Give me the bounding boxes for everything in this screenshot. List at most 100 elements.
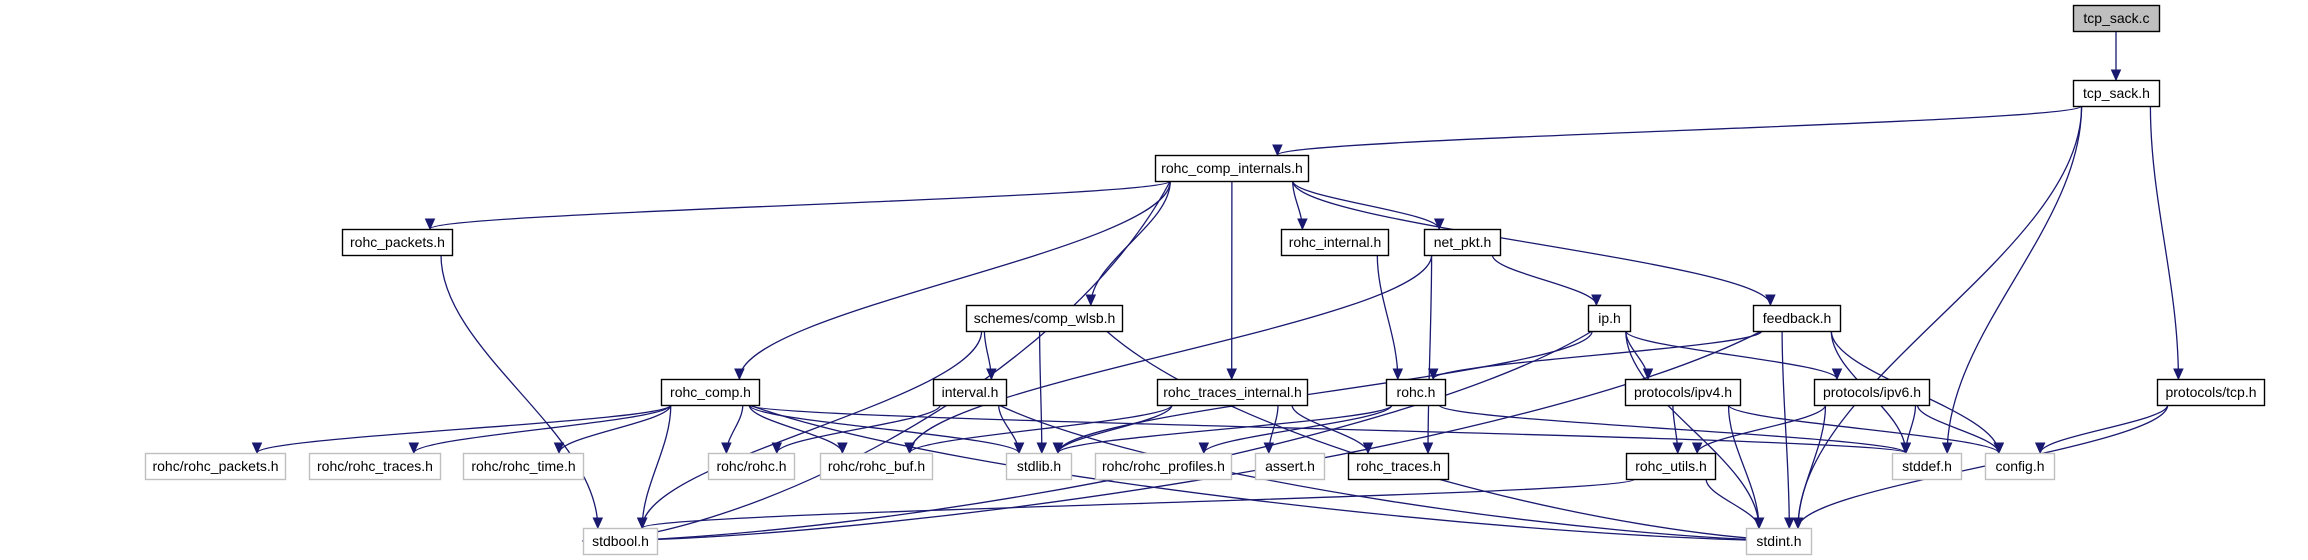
node-box bbox=[2156, 378, 2266, 407]
dependency-edge bbox=[1625, 330, 1838, 380]
node-rohc-rohc-traces-h: rohc/rohc_traces.h bbox=[308, 452, 442, 481]
node-schemes-comp-wlsb-h[interactable]: schemes/comp_wlsb.h bbox=[965, 304, 1124, 333]
node-rohc-comp-h[interactable]: rohc_comp.h bbox=[660, 378, 761, 407]
node-ip-h[interactable]: ip.h bbox=[1587, 304, 1632, 333]
node-net-pkt-h[interactable]: net_pkt.h bbox=[1423, 228, 1502, 257]
dependency-edge bbox=[582, 330, 1593, 542]
node-stdlib-h: stdlib.h bbox=[1005, 452, 1073, 481]
node-rohc-rohc-time-h: rohc/rohc_time.h bbox=[462, 452, 585, 481]
node-feedback-h[interactable]: feedback.h bbox=[1752, 304, 1842, 333]
dependency-edge bbox=[1797, 404, 1827, 529]
dependency-edge bbox=[738, 180, 1171, 380]
arrowhead-icon bbox=[1013, 442, 1025, 455]
arrowhead-icon bbox=[592, 517, 604, 530]
node-label: ip.h bbox=[1598, 310, 1621, 326]
dependency-edge bbox=[1276, 105, 2083, 156]
arrowhead-icon bbox=[1263, 442, 1275, 455]
node-box bbox=[341, 228, 454, 257]
node-label: rohc/rohc_profiles.h bbox=[1102, 458, 1225, 474]
node-box bbox=[1156, 378, 1309, 407]
node-box bbox=[932, 378, 1008, 407]
node-label: rohc_traces_internal.h bbox=[1163, 384, 1302, 400]
node-protocols-tcp-h[interactable]: protocols/tcp.h bbox=[2156, 378, 2266, 407]
node-label: assert.h bbox=[1265, 458, 1315, 474]
arrowhead-icon bbox=[986, 368, 997, 381]
node-label: rohc_utils.h bbox=[1635, 458, 1707, 474]
node-box bbox=[1094, 452, 1233, 481]
node-label: net_pkt.h bbox=[1434, 234, 1492, 250]
dependency-edge bbox=[413, 404, 672, 454]
node-box bbox=[1254, 452, 1326, 481]
node-box bbox=[1347, 452, 1450, 481]
dependency-edge bbox=[1292, 180, 1440, 230]
node-label: rohc_traces.h bbox=[1356, 458, 1441, 474]
node-rohc-rohc-h: rohc/rohc.h bbox=[707, 452, 796, 481]
dependency-edge bbox=[1727, 404, 1760, 529]
node-tcp-sack-h[interactable]: tcp_sack.h bbox=[2072, 79, 2161, 108]
dependency-edge bbox=[748, 404, 844, 454]
arrowhead-icon bbox=[2173, 368, 2184, 381]
node-stdbool-h: stdbool.h bbox=[582, 527, 659, 556]
node-box bbox=[1745, 527, 1813, 556]
node-label: stdint.h bbox=[1756, 533, 1801, 549]
dependency-edge bbox=[1797, 105, 2083, 529]
node-tcp-sack-c[interactable]: tcp_sack.c bbox=[2072, 4, 2161, 33]
node-box bbox=[1385, 378, 1447, 407]
node-rohc-traces-h[interactable]: rohc_traces.h bbox=[1347, 452, 1450, 481]
node-protocols-ipv6-h[interactable]: protocols/ipv6.h bbox=[1813, 378, 1931, 407]
graph-nodes: tcp_sack.c tcp_sack.h rohc_comp_internals.… bbox=[144, 4, 2266, 556]
dependency-edge bbox=[1057, 330, 1593, 454]
dependency-edge bbox=[1038, 330, 1043, 454]
arrowhead-icon bbox=[1422, 442, 1434, 455]
node-box bbox=[1984, 452, 2056, 481]
arrowhead-icon bbox=[1297, 218, 1308, 231]
node-interval-h[interactable]: interval.h bbox=[932, 378, 1008, 407]
arrowhead-icon bbox=[1198, 442, 1210, 455]
node-label: rohc/rohc.h bbox=[716, 458, 786, 474]
node-box bbox=[660, 378, 761, 407]
dependency-edge bbox=[1696, 404, 1827, 454]
dependency-edge bbox=[1727, 404, 2000, 454]
node-box bbox=[1154, 154, 1310, 183]
dependency-edge bbox=[1946, 105, 2083, 454]
node-label: protocols/tcp.h bbox=[2165, 384, 2256, 400]
node-rohc-utils-h[interactable]: rohc_utils.h bbox=[1625, 452, 1717, 481]
dependency-edge bbox=[1203, 404, 1393, 454]
node-box bbox=[1625, 452, 1717, 481]
node-label: tcp_sack.c bbox=[2083, 10, 2149, 26]
dependency-edge bbox=[429, 180, 1171, 230]
node-label: stdlib.h bbox=[1017, 458, 1061, 474]
node-protocols-ipv4-h[interactable]: protocols/ipv4.h bbox=[1624, 378, 1742, 407]
node-label: tcp_sack.h bbox=[2083, 85, 2150, 101]
dependency-edge bbox=[1797, 404, 2169, 529]
node-rohc-h[interactable]: rohc.h bbox=[1385, 378, 1447, 407]
node-label: stdbool.h bbox=[592, 533, 649, 549]
node-label: rohc/rohc_packets.h bbox=[152, 458, 278, 474]
node-rohc-packets-h[interactable]: rohc_packets.h bbox=[341, 228, 454, 257]
arrowhead-icon bbox=[1765, 294, 1776, 307]
node-label: rohc/rohc_time.h bbox=[471, 458, 575, 474]
node-box bbox=[1813, 378, 1931, 407]
arrowhead-icon bbox=[424, 218, 436, 231]
arrowhead-icon bbox=[1052, 442, 1064, 455]
node-box bbox=[1423, 228, 1502, 257]
arrowhead-icon bbox=[1993, 442, 2005, 455]
node-label: rohc/rohc_traces.h bbox=[317, 458, 433, 474]
dependency-edge bbox=[1438, 404, 1907, 454]
dependency-edge bbox=[908, 254, 1433, 454]
node-box bbox=[1624, 378, 1742, 407]
node-box bbox=[144, 452, 287, 481]
arrowhead-icon bbox=[1591, 294, 1602, 307]
arrowhead-icon bbox=[1036, 442, 1048, 455]
dependency-edge bbox=[256, 404, 672, 454]
dependency-edge bbox=[641, 404, 672, 529]
node-box bbox=[2072, 79, 2161, 108]
node-box bbox=[1891, 452, 1963, 481]
node-rohc-comp-internals-h[interactable]: rohc_comp_internals.h bbox=[1154, 154, 1310, 183]
arrowhead-icon bbox=[553, 442, 565, 455]
node-rohc-internal-h[interactable]: rohc_internal.h bbox=[1280, 228, 1390, 257]
node-rohc-traces-internal-h[interactable]: rohc_traces_internal.h bbox=[1156, 378, 1309, 407]
dependency-edge bbox=[2149, 105, 2180, 380]
arrowhead-icon bbox=[1362, 442, 1374, 455]
node-box bbox=[462, 452, 585, 481]
